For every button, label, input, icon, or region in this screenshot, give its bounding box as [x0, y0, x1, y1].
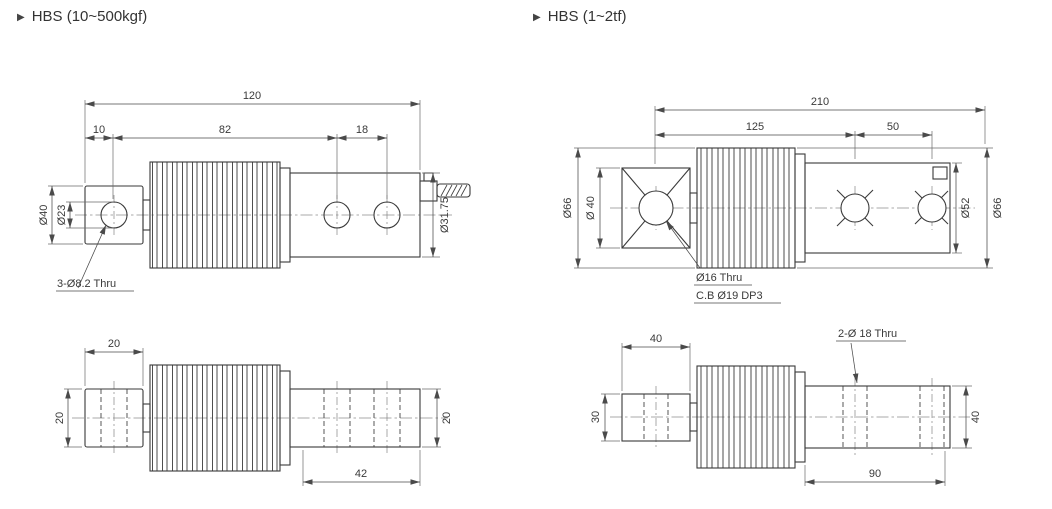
bellows	[696, 147, 796, 269]
body-hole-2	[373, 201, 401, 229]
sensor-body	[289, 388, 421, 448]
hbs-small-side-view: 120 10 82 18 Ø40 Ø23	[38, 90, 471, 292]
hole-callout: Ø16 Thru C.B Ø19 DP3	[665, 220, 781, 304]
dim-block-height: 20	[54, 412, 66, 424]
sensor-body	[289, 172, 421, 258]
mount-hole	[638, 190, 674, 226]
dim-dia-inner: Ø23	[56, 205, 68, 226]
dim-overall-length: 210	[811, 96, 829, 108]
dim-block-height: 30	[590, 411, 602, 423]
dim-dia-bellows-left: Ø66	[562, 198, 574, 219]
hidden-hole-lines	[643, 386, 945, 448]
dim-overall-length: 120	[243, 90, 261, 102]
bellows	[149, 364, 281, 472]
hidden-hole-lines	[100, 389, 401, 447]
hole-note: 2-Ø 18 Thru	[838, 328, 897, 340]
dim-hole-spacing: 18	[356, 124, 368, 136]
sensor-body	[804, 162, 951, 254]
section-title-large: ▶ HBS (1~2tf)	[533, 8, 626, 25]
section-bullet-icon: ▶	[17, 12, 25, 23]
dim-shaft-height: 40	[970, 411, 982, 423]
dim-dia-body: Ø31.75	[439, 197, 451, 233]
body-hole-2	[917, 193, 947, 223]
part-outline	[84, 161, 471, 269]
dim-shaft-length: 90	[869, 468, 881, 480]
dimensions: 40 2-Ø 18 Thru 30 40 90	[590, 328, 982, 486]
hole-callout: 2-Ø 18 Thru	[836, 328, 906, 384]
hole-note-line2: C.B Ø19 DP3	[696, 290, 763, 302]
section-title-label: HBS (1~2tf)	[547, 8, 627, 25]
bellows	[696, 365, 796, 469]
dim-body-length: 82	[219, 124, 231, 136]
connector-boss	[932, 166, 948, 180]
hole-note-line1: Ø16 Thru	[696, 272, 742, 284]
part-outline	[621, 147, 951, 269]
dim-dia-block: Ø 40	[585, 196, 597, 220]
dim-dia-bellows-right: Ø66	[992, 198, 1004, 219]
section-title-label: HBS (10~500kgf)	[31, 8, 148, 25]
hbs-large-plan-view: 40 2-Ø 18 Thru 30 40 90	[590, 328, 982, 486]
dim-left-offset: 10	[93, 124, 105, 136]
hbs-small-plan-view: 20 20 20 42	[54, 338, 453, 486]
dim-dia-outer: Ø40	[38, 205, 50, 226]
dimensions: 120 10 82 18 Ø40 Ø23	[38, 90, 451, 292]
body-hole-1	[840, 193, 870, 223]
part-outline	[621, 365, 951, 469]
cable-connector	[419, 172, 471, 202]
dimensions: 20 20 20 42	[54, 338, 453, 486]
section-title-small: ▶ HBS (10~500kgf)	[17, 8, 147, 25]
dim-to-first-hole: 125	[746, 121, 764, 133]
hbs-large-side-view: 210 125 50 Ø66 Ø 40 Ø52	[562, 96, 1004, 304]
hole-note: 3-Ø8.2 Thru	[57, 278, 116, 290]
dim-block-width: 20	[108, 338, 120, 350]
dim-shaft-length: 42	[355, 468, 367, 480]
cable	[436, 183, 471, 198]
section-bullet-icon: ▶	[533, 12, 541, 23]
bellows	[149, 161, 281, 269]
sensor-body	[804, 385, 951, 449]
dim-block-width: 40	[650, 333, 662, 345]
dim-hole-spacing: 50	[887, 121, 899, 133]
mount-block	[621, 393, 691, 442]
hole-callout: 3-Ø8.2 Thru	[56, 224, 134, 292]
dimensions: 210 125 50 Ø66 Ø 40 Ø52	[562, 96, 1004, 304]
dim-dia-body: Ø52	[960, 198, 972, 219]
dim-shaft-height: 20	[441, 412, 453, 424]
body-hole-1	[323, 201, 351, 229]
part-outline	[84, 364, 421, 472]
